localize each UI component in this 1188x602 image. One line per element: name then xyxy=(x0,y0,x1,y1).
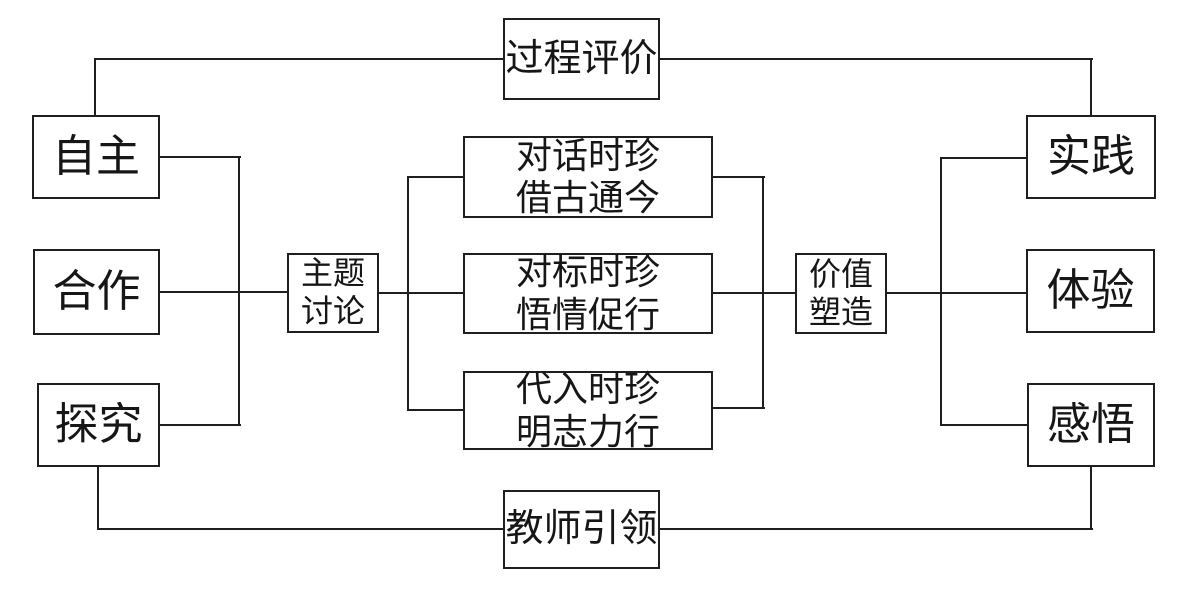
node-cooperation: 合作 xyxy=(33,249,160,335)
node-dialogue-shizhen: 对话时珍 借古通今 xyxy=(463,136,713,218)
connector-mid-to-value xyxy=(713,292,797,294)
connector-mid-left-stub-top xyxy=(408,176,465,178)
node-practice-label: 实践 xyxy=(1047,132,1135,182)
node-process-evaluation-label: 过程评价 xyxy=(505,37,658,80)
node-value-shaping-label: 价值 塑造 xyxy=(808,255,873,330)
node-insight: 感悟 xyxy=(1027,383,1155,467)
node-benchmark-shizhen-label: 对标时珍 悟情促行 xyxy=(515,252,660,335)
node-theme-discussion: 主题 讨论 xyxy=(287,253,379,333)
node-benchmark-shizhen: 对标时珍 悟情促行 xyxy=(463,252,713,335)
connector-left-stub-inquiry xyxy=(160,424,241,426)
connector-theme-to-bracket xyxy=(379,292,465,294)
connector-value-to-experience xyxy=(887,292,1028,294)
connector-top-v-right xyxy=(1090,58,1092,116)
node-teacher-guidance-label: 教师引领 xyxy=(505,508,658,551)
node-cooperation-label: 合作 xyxy=(52,267,141,317)
node-theme-discussion-label: 主题 讨论 xyxy=(300,255,365,329)
connector-bottom-h-right xyxy=(660,528,1093,530)
node-process-evaluation: 过程评价 xyxy=(503,18,660,100)
connector-bottom-v-right xyxy=(1090,466,1092,530)
connector-mid-left-stub-bottom xyxy=(408,409,465,411)
node-dialogue-shizhen-label: 对话时珍 借古通今 xyxy=(515,135,660,218)
connector-right-stub-insight xyxy=(941,424,1029,426)
node-teacher-guidance: 教师引领 xyxy=(503,490,660,569)
node-insight-label: 感悟 xyxy=(1047,400,1135,450)
node-autonomy-label: 自主 xyxy=(52,132,140,182)
connector-left-stub-autonomy xyxy=(160,156,241,158)
connector-cooperation-to-theme xyxy=(160,291,289,293)
connector-top-h-right xyxy=(660,58,1093,60)
node-experience: 体验 xyxy=(1026,249,1155,333)
node-inquiry: 探究 xyxy=(37,383,160,467)
connector-top-h-left xyxy=(95,58,505,60)
node-inquiry-label: 探究 xyxy=(54,400,143,450)
connector-mid-right-stub-bottom xyxy=(713,407,765,409)
node-autonomy: 自主 xyxy=(32,115,160,199)
node-immerse-shizhen: 代入时珍 明志力行 xyxy=(463,369,713,452)
connector-right-stub-practice xyxy=(941,157,1028,159)
node-immerse-shizhen-label: 代入时珍 明志力行 xyxy=(515,369,660,452)
node-value-shaping: 价值 塑造 xyxy=(795,253,887,334)
node-practice: 实践 xyxy=(1026,115,1156,199)
connector-bottom-v-left xyxy=(97,466,99,530)
connector-bottom-h-left xyxy=(98,528,505,530)
connector-right-bracket-v xyxy=(940,157,942,426)
connector-mid-right-stub-top xyxy=(713,176,765,178)
node-experience-label: 体验 xyxy=(1046,266,1135,316)
connector-mid-left-bracket-v xyxy=(407,176,409,411)
connector-top-v-left xyxy=(94,58,96,116)
